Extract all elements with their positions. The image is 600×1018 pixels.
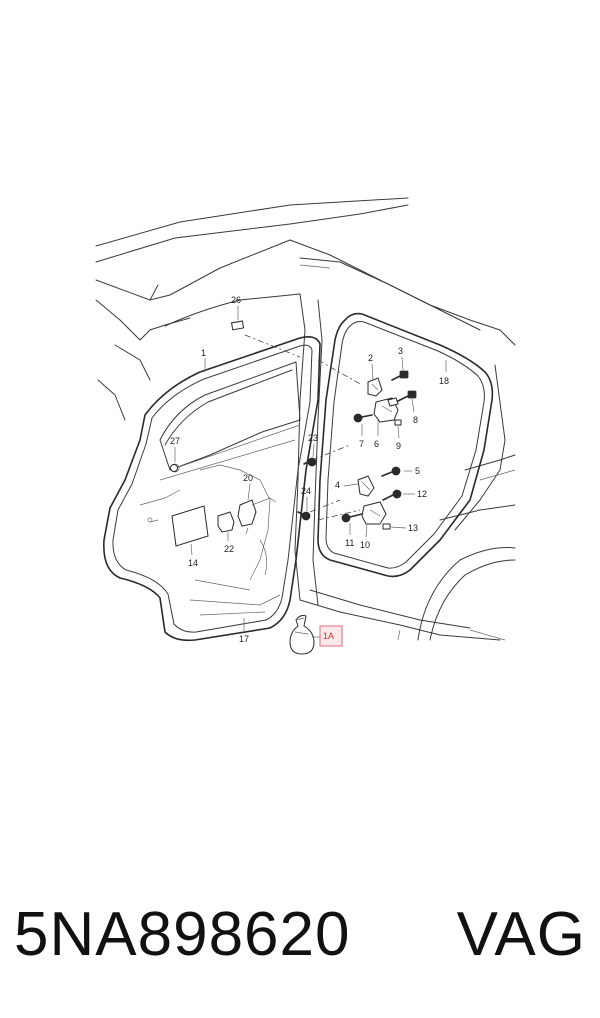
part-number: 5NA898620 xyxy=(14,900,351,969)
callout-13: 13 xyxy=(408,523,418,533)
highlight-box xyxy=(319,625,343,647)
parts xyxy=(170,320,417,655)
callout-8: 8 xyxy=(413,415,418,425)
callout-3: 3 xyxy=(398,346,403,356)
callout-5: 5 xyxy=(415,466,420,476)
part-footer: 5NA898620 VAG xyxy=(0,890,600,980)
callout-24: 24 xyxy=(301,486,311,496)
callout-labels: 26 1 2 3 18 8 7 6 9 27 23 5 20 4 12 24 1… xyxy=(170,295,449,644)
door-opening-seal xyxy=(317,312,494,578)
callout-23: 23 xyxy=(308,433,318,443)
car-body-outline xyxy=(95,197,516,641)
callout-1a-label: 1A xyxy=(323,631,334,641)
callout-4: 4 xyxy=(335,480,340,490)
callout-14: 14 xyxy=(188,558,198,568)
highlighted-callout-1a[interactable]: 1A xyxy=(319,625,343,647)
callout-11: 11 xyxy=(345,538,354,548)
callout-2: 2 xyxy=(368,353,373,363)
callout-27: 27 xyxy=(170,436,180,446)
callout-20: 20 xyxy=(243,473,253,483)
assembly-lines xyxy=(244,334,363,521)
callout-9: 9 xyxy=(396,441,401,451)
callout-6: 6 xyxy=(374,439,379,449)
leader-lines xyxy=(174,306,447,638)
door-panel xyxy=(103,336,321,642)
callout-17: 17 xyxy=(239,634,249,644)
callout-12: 12 xyxy=(417,489,427,499)
brand-name: VAG xyxy=(456,900,586,969)
callout-1: 1 xyxy=(201,348,206,358)
callout-22: 22 xyxy=(224,544,234,554)
callout-10: 10 xyxy=(360,540,370,550)
callout-7: 7 xyxy=(359,439,364,449)
callout-18: 18 xyxy=(439,376,449,386)
callout-26: 26 xyxy=(231,295,241,305)
